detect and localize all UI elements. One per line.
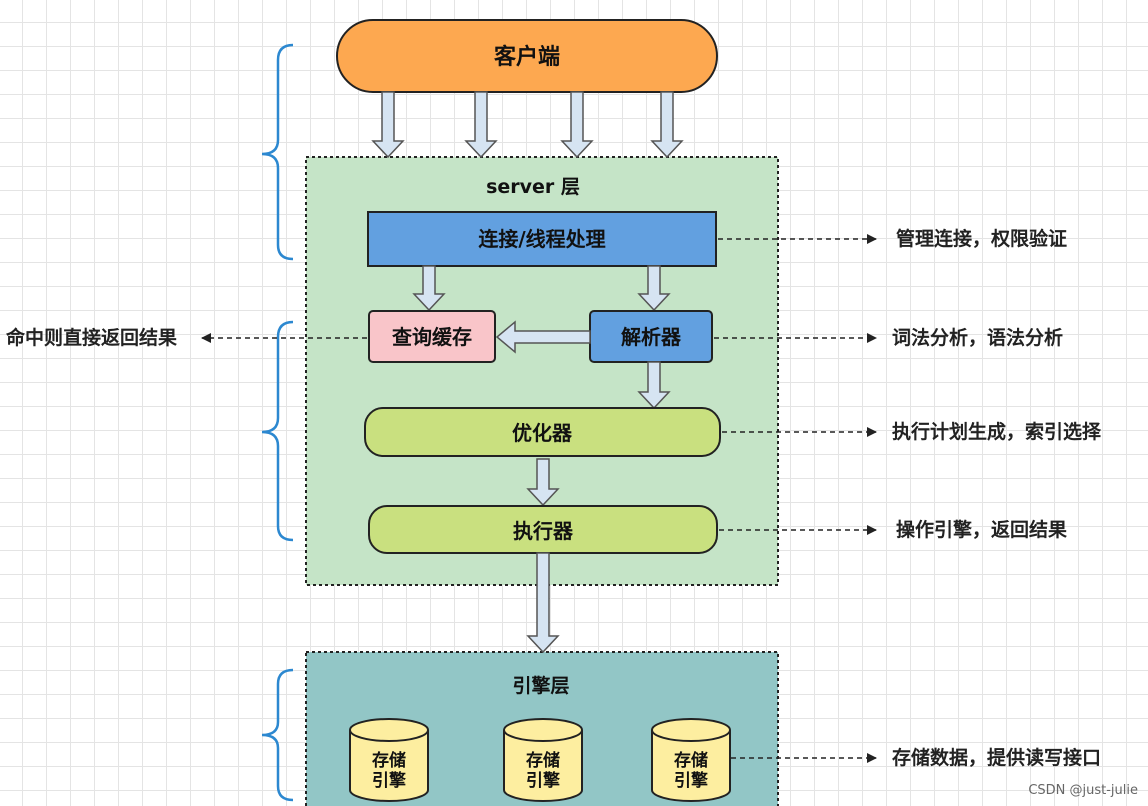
storage-engine-2-line2: 引擎 (526, 770, 561, 791)
arrow-connection-to-parser (637, 265, 671, 312)
parser-label: 解析器 (621, 325, 682, 349)
storage-engine-1: 存储 引擎 (349, 718, 429, 802)
watermark: CSDN @just-julie (1028, 783, 1138, 798)
arrow-connection-to-cache (412, 265, 446, 312)
storage-engine-3: 存储 引擎 (651, 718, 731, 802)
query-cache-label: 查询缓存 (392, 325, 472, 349)
executor-label: 执行器 (513, 519, 574, 543)
storage-engine-1-line2: 引擎 (372, 770, 407, 791)
server-layer-title: server 层 (486, 176, 580, 198)
storage-engine-2-line1: 存储 (526, 750, 560, 771)
storage-engine-1-line1: 存储 (372, 750, 406, 771)
connection-node (367, 211, 717, 267)
storage-engine-2: 存储 引擎 (503, 718, 583, 802)
annotation-executor: 操作引擎，返回结果 (896, 518, 1067, 541)
arrow-optimizer-to-executor (526, 458, 560, 507)
optimizer-label: 优化器 (512, 421, 573, 445)
brace-server-icon (261, 320, 294, 542)
optimizer-node (364, 407, 721, 457)
annotation-optimizer: 执行计划生成，索引选择 (892, 420, 1102, 443)
annotation-storage: 存储数据，提供读写接口 (892, 746, 1101, 769)
annotation-connection: 管理连接，权限验证 (896, 227, 1067, 250)
client-arrow-1 (371, 91, 405, 159)
client-node (336, 19, 718, 93)
client-arrow-4 (650, 91, 684, 159)
engine-layer-title: 引擎层 (512, 674, 569, 697)
arrow-parser-to-cache (495, 320, 591, 354)
arrow-parser-to-optimizer (637, 361, 671, 410)
query-cache-node (368, 310, 496, 363)
client-label: 客户端 (494, 44, 560, 70)
client-arrow-3 (560, 91, 594, 159)
annotation-cache-hit: 命中则直接返回结果 (6, 326, 177, 349)
connection-label: 连接/线程处理 (478, 227, 605, 251)
brace-engine-icon (261, 668, 294, 802)
arrow-executor-to-engine (526, 552, 560, 654)
brace-client-icon (261, 43, 294, 261)
storage-engine-3-line2: 引擎 (674, 770, 709, 791)
client-arrow-2 (464, 91, 498, 159)
annotation-parser: 词法分析，语法分析 (892, 326, 1063, 349)
storage-engine-3-line1: 存储 (674, 750, 708, 771)
